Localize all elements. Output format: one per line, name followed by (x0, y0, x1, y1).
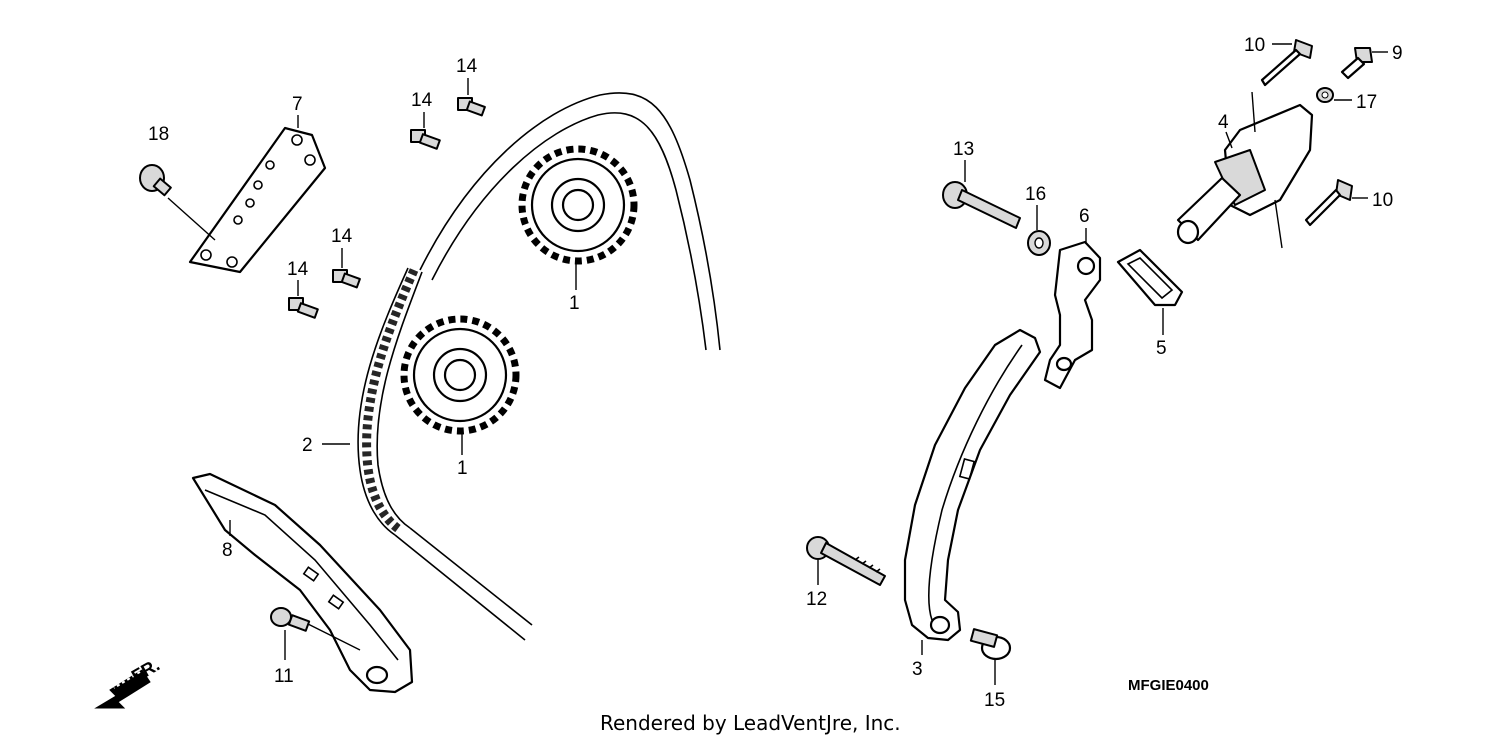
bolt-9[interactable] (1340, 47, 1373, 80)
tensioner-arm[interactable] (903, 328, 1042, 642)
callout-6: 6 (1079, 206, 1090, 227)
callout-2: 2 (302, 435, 313, 456)
bolt-12[interactable] (806, 536, 886, 586)
tensioner-gasket[interactable] (1116, 248, 1184, 307)
callout-9: 9 (1392, 43, 1403, 64)
cam-chain[interactable] (357, 92, 721, 641)
front-direction-indicator: FR. (94, 655, 163, 709)
chain-guide-plate[interactable] (167, 126, 327, 274)
callout-14-c: 14 (331, 226, 353, 247)
chain-guide-front[interactable] (191, 472, 414, 694)
callout-14-a: 14 (456, 56, 478, 77)
callout-14-d: 14 (287, 259, 309, 280)
tensioner-lifter[interactable] (1176, 91, 1314, 249)
bolt-14-d[interactable] (288, 297, 319, 319)
arrow-icon (94, 669, 151, 709)
bolt-14-b[interactable] (410, 129, 441, 150)
bolt-11[interactable] (270, 607, 311, 632)
bolt-10-bottom[interactable] (1304, 179, 1353, 227)
callout-11: 11 (274, 666, 294, 687)
leader-lines (229, 43, 1388, 685)
callout-1-lower: 1 (457, 458, 468, 479)
tensioner-bracket[interactable] (1043, 240, 1102, 390)
bolt-14-c[interactable] (332, 269, 361, 289)
washer-16[interactable] (1027, 230, 1051, 256)
callout-7: 7 (292, 94, 303, 115)
bolt-15[interactable] (969, 628, 1012, 661)
callout-18: 18 (148, 124, 169, 145)
callout-13: 13 (953, 139, 974, 160)
bolt-13[interactable] (942, 181, 1021, 229)
bolt-18[interactable] (139, 164, 172, 197)
callout-17: 17 (1356, 92, 1377, 113)
callout-10-top: 10 (1244, 35, 1265, 56)
cam-sprocket-upper[interactable] (518, 145, 638, 265)
callout-16: 16 (1025, 184, 1046, 205)
washer-17[interactable] (1316, 87, 1334, 103)
callout-15: 15 (984, 690, 1005, 711)
callout-3: 3 (912, 659, 923, 680)
callout-5: 5 (1156, 338, 1167, 359)
bolt-10-top[interactable] (1260, 39, 1313, 87)
rendered-by-footer: Rendered by LeadVentJre, Inc. (600, 711, 901, 735)
callout-10-bottom: 10 (1372, 190, 1393, 211)
callout-14-b: 14 (411, 90, 433, 111)
callout-12: 12 (806, 589, 827, 610)
part-diagram-code: MFGIE0400 (1128, 677, 1209, 694)
callout-8: 8 (222, 540, 233, 561)
callout-4: 4 (1218, 112, 1229, 133)
cam-sprocket-lower[interactable] (400, 315, 520, 435)
bolt-14-a[interactable] (457, 97, 486, 117)
callout-labels: 1 1 2 3 4 5 6 7 8 9 10 10 11 12 13 14 14… (148, 35, 1403, 711)
callout-1-upper: 1 (569, 293, 580, 314)
